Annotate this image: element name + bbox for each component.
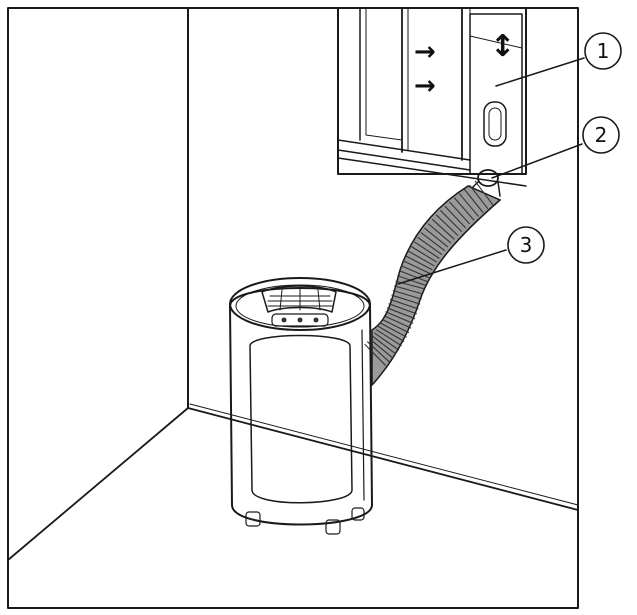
hose-rib [395, 280, 425, 290]
callout-2: 2 [582, 116, 620, 154]
hose-rib [411, 246, 438, 263]
hose-rib [381, 318, 410, 334]
hose-rib [417, 236, 443, 256]
unit-top [229, 277, 371, 331]
leader-line-1 [495, 57, 585, 87]
hose-rib [389, 298, 419, 310]
exhaust-hose [364, 180, 502, 387]
hose-rib [391, 294, 421, 305]
leader-line-3 [397, 249, 507, 285]
hose-rib [394, 285, 424, 295]
hose-rib [463, 188, 484, 213]
hose-rib [424, 227, 449, 248]
window-sill-bottom [337, 157, 527, 187]
hose-rib [408, 250, 435, 267]
hose-rib [444, 205, 466, 229]
top-louvers [261, 285, 337, 313]
hose-rib [403, 260, 431, 275]
slide-arrow-icon-upper: → [414, 37, 436, 67]
plate-hose-opening-inner [488, 107, 502, 141]
hose-rib [469, 184, 489, 210]
floor-back-edge [187, 407, 579, 511]
window-frame [337, 7, 527, 175]
window-sill-top [337, 139, 471, 161]
hose-rib [427, 223, 452, 244]
hose-rib [440, 210, 463, 233]
hose-rib [369, 338, 394, 359]
frame-border [7, 7, 579, 609]
front-panel [249, 334, 353, 504]
hose-rib [373, 332, 400, 351]
hose-rib [474, 180, 494, 206]
hose-rib [376, 329, 402, 347]
callout-3: 3 [507, 226, 545, 264]
hose-rib [371, 335, 397, 355]
hose-rib [388, 303, 417, 315]
window-sill-mid [337, 149, 471, 171]
window: → → ↕ [337, 7, 527, 187]
floor-left-edge [7, 407, 189, 561]
hose-rib [414, 241, 440, 259]
leader-line-2 [491, 143, 583, 179]
vertical-arrow-icon: ↕ [490, 29, 515, 64]
hose-rib [458, 193, 479, 217]
callout-3-label: 3 [520, 233, 533, 257]
hose-rib [378, 325, 405, 342]
leader-lines [397, 57, 585, 285]
hose-rib [420, 232, 446, 252]
plate-divider [469, 35, 523, 49]
hose-ribs [364, 180, 494, 367]
floor-back-edge-inner [189, 403, 579, 506]
hose-rib [405, 255, 433, 271]
callout-2-label: 2 [595, 123, 608, 147]
hose-rib [449, 201, 471, 225]
portable-air-conditioner [229, 277, 373, 535]
window-sill-inner [365, 134, 403, 141]
slide-arrow-icon-lower: → [414, 71, 436, 101]
hose-rib [435, 214, 459, 236]
casters [245, 507, 365, 535]
control-panel [271, 313, 329, 327]
hose-rib [431, 218, 455, 240]
hose-rib [398, 270, 428, 282]
hose-rib [385, 311, 414, 324]
callout-1-label: 1 [597, 39, 610, 63]
hose-rib [392, 290, 422, 300]
plate-hose-opening [483, 101, 507, 147]
hose-rib [453, 197, 475, 221]
hose-rib [383, 315, 412, 329]
hose-rib [364, 343, 387, 367]
hose-rib [386, 307, 416, 320]
hose-rib [379, 322, 407, 338]
callout-1: 1 [584, 32, 622, 70]
room [7, 7, 579, 609]
